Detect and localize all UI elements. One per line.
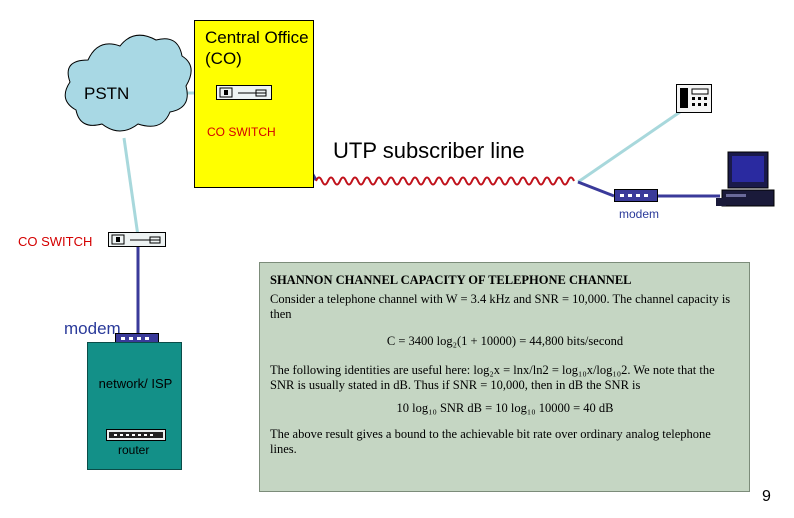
router-icon [106, 429, 166, 441]
co-switch-label: CO SWITCH [207, 125, 276, 139]
shannon-paragraph-2: The following identities are useful here… [270, 363, 715, 392]
shannon-capacity-box: SHANNON CHANNEL CAPACITY OF TELEPHONE CH… [259, 262, 750, 492]
computer-icon [716, 151, 775, 207]
pstn-label: PSTN [84, 84, 130, 103]
switch-icon [216, 85, 272, 100]
modem-icon [614, 189, 658, 202]
central-office-box: Central Office (CO) CO SWITCH [194, 20, 314, 188]
utp-coil [315, 176, 575, 186]
phone-link [577, 110, 681, 184]
left-co-switch-label: CO SWITCH [18, 234, 93, 249]
shannon-title: SHANNON CHANNEL CAPACITY OF TELEPHONE CH… [270, 273, 632, 287]
shannon-paragraph-3: The above result gives a bound to the ac… [270, 427, 711, 456]
shannon-equation-1: C = 3400 log₂(1 + 10000) = 44,800 bits/s… [386, 334, 624, 348]
central-office-title: Central Office (CO) [205, 28, 309, 68]
router-label: router [118, 443, 150, 457]
isp-modem-label: modem [64, 319, 121, 338]
coil-to-modem-wire [577, 180, 615, 198]
telephone-icon [676, 84, 712, 113]
shannon-paragraph-1: Consider a telephone channel with W = 3.… [270, 292, 731, 321]
isp-label: network/ ISP [98, 376, 173, 391]
shannon-equation-2: 10 log₁₀ SNR dB = 10 log₁₀ 10000 = 40 dB [396, 401, 614, 415]
isp-box: network/ ISP router [87, 342, 182, 470]
page-number: 9 [762, 488, 771, 505]
utp-line-label: UTP subscriber line [333, 138, 525, 163]
pstn-to-switch-link [122, 137, 140, 237]
switch-icon [108, 232, 166, 247]
subscriber-modem-label: modem [619, 207, 660, 221]
cloud-icon [64, 34, 192, 132]
